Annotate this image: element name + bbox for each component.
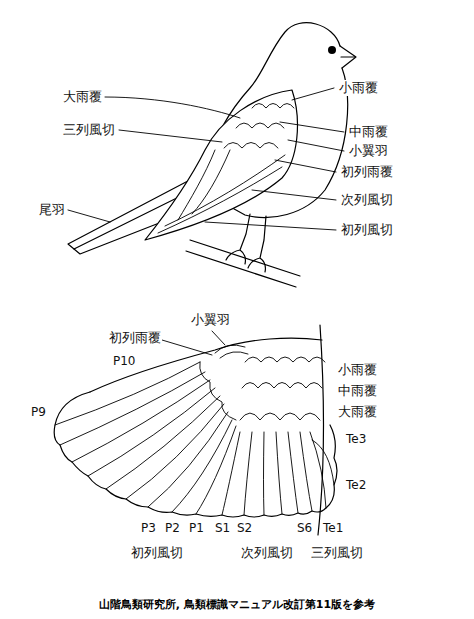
primary-feather bbox=[172, 420, 232, 512]
leader-line bbox=[288, 140, 344, 151]
wing-leading-edge bbox=[90, 338, 322, 392]
part-label: P2 bbox=[164, 521, 181, 535]
part-label: 小翼羽 bbox=[190, 312, 231, 328]
part-label: 中雨覆 bbox=[348, 124, 389, 140]
tertial-line bbox=[192, 150, 230, 214]
wing-trailing-edge bbox=[54, 392, 337, 517]
part-label: 尾羽 bbox=[38, 202, 66, 218]
part-label: P9 bbox=[30, 405, 47, 419]
eye bbox=[328, 46, 336, 54]
part-label: Te3 bbox=[345, 432, 367, 446]
part-label: Te2 bbox=[345, 478, 367, 492]
leader-line bbox=[292, 88, 334, 100]
greater-coverts bbox=[240, 413, 320, 420]
alula bbox=[215, 345, 248, 358]
beak bbox=[340, 46, 356, 68]
part-label: 次列風切 bbox=[240, 545, 294, 561]
leader-line bbox=[119, 130, 222, 142]
secondary-feather bbox=[300, 432, 312, 511]
secondary-feather bbox=[276, 432, 282, 514]
primary-coverts bbox=[200, 362, 236, 420]
secondary-feather bbox=[244, 432, 252, 515]
part-label: Te1 bbox=[322, 521, 344, 535]
flight-feather-line bbox=[165, 155, 285, 226]
secondary-feather bbox=[263, 432, 265, 515]
part-label: 小雨覆 bbox=[338, 80, 379, 96]
median-coverts bbox=[242, 383, 322, 389]
covert-row bbox=[236, 123, 284, 128]
part-label: P3 bbox=[140, 521, 157, 535]
leader-line bbox=[280, 122, 344, 132]
covert-row bbox=[224, 143, 278, 149]
body-line bbox=[318, 325, 324, 535]
leader-line bbox=[105, 97, 240, 118]
branch bbox=[186, 251, 296, 287]
tertial-feather bbox=[310, 432, 326, 508]
primary-feather bbox=[72, 380, 210, 462]
leader-line bbox=[212, 331, 225, 345]
part-label: S2 bbox=[236, 521, 253, 535]
part-label: 初列風切 bbox=[340, 222, 394, 238]
primary-feather bbox=[222, 432, 240, 515]
leader-line bbox=[252, 190, 336, 200]
primary-feather bbox=[88, 388, 215, 476]
part-label: 小雨覆 bbox=[337, 362, 378, 378]
leader-line bbox=[162, 340, 212, 355]
leader-line bbox=[205, 222, 336, 230]
leader-line bbox=[68, 210, 110, 222]
covert-row bbox=[252, 104, 294, 109]
primary-feather bbox=[60, 372, 205, 445]
part-label: 初列雨覆 bbox=[340, 164, 394, 180]
primary-feather bbox=[196, 426, 236, 514]
lesser-coverts bbox=[245, 357, 325, 362]
part-label: 中雨覆 bbox=[337, 383, 378, 399]
part-label: 次列風切 bbox=[340, 192, 394, 208]
part-label: 初列風切 bbox=[130, 545, 184, 561]
leg bbox=[226, 214, 250, 264]
part-label: 三列風切 bbox=[62, 122, 116, 138]
part-label: P10 bbox=[112, 354, 137, 368]
part-label: S6 bbox=[296, 521, 313, 535]
primary-feather bbox=[106, 396, 220, 489]
caption: 山階鳥類研究所, 鳥類標識マニュアル改訂第11版を参考 bbox=[0, 597, 474, 612]
part-label: 初列雨覆 bbox=[108, 330, 162, 346]
part-label: 大雨覆 bbox=[337, 404, 378, 420]
part-label: 大雨覆 bbox=[62, 89, 103, 105]
primary-feather bbox=[55, 362, 200, 425]
part-label: 小翼羽 bbox=[348, 143, 389, 159]
part-label: P1 bbox=[188, 521, 205, 535]
primary-feather bbox=[126, 404, 224, 499]
leader-line bbox=[275, 160, 336, 172]
part-label: S1 bbox=[214, 521, 231, 535]
secondary-feather bbox=[288, 432, 298, 513]
part-label: 三列風切 bbox=[310, 545, 364, 561]
tertial-feather bbox=[312, 440, 334, 485]
